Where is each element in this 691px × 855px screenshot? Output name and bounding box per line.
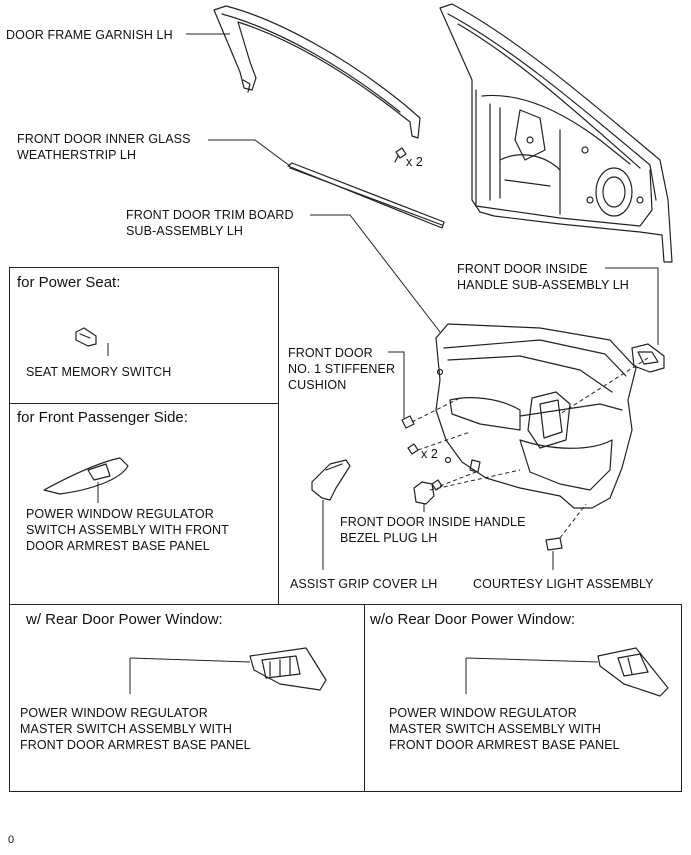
box-header-front-passenger: for Front Passenger Side: bbox=[17, 409, 188, 426]
footer-code: 0 bbox=[8, 834, 15, 846]
box-without-rear-pw bbox=[364, 604, 682, 792]
label-courtesy-light: COURTESY LIGHT ASSEMBLY bbox=[473, 577, 654, 591]
door-shell-icon bbox=[439, 3, 673, 263]
door-frame-garnish-icon bbox=[213, 5, 421, 139]
label-bezel-plug: FRONT DOOR INSIDE HANDLE BEZEL PLUG LH bbox=[340, 515, 526, 545]
label-trim-board: FRONT DOOR TRIM BOARD SUB-ASSEMBLY LH bbox=[126, 208, 294, 238]
trim-board-icon bbox=[435, 323, 637, 509]
box-header-with-rear-pw: w/ Rear Door Power Window: bbox=[26, 611, 223, 628]
box-header-without-rear-pw: w/o Rear Door Power Window: bbox=[370, 611, 576, 628]
inside-handle-icon bbox=[631, 343, 665, 373]
master-switch-icon bbox=[249, 647, 327, 691]
qty-top: x 2 bbox=[406, 155, 423, 169]
courtesy-light-icon bbox=[545, 537, 563, 551]
seat-memory-switch-icon bbox=[75, 327, 97, 347]
assist-grip-cover-icon bbox=[311, 459, 351, 501]
label-stiffener-cushion: FRONT DOOR NO. 1 STIFFENER CUSHION bbox=[288, 346, 396, 392]
label-pw-switch: POWER WINDOW REGULATOR SWITCH ASSEMBLY W… bbox=[26, 507, 229, 553]
label-seat-memory-switch: SEAT MEMORY SWITCH bbox=[26, 365, 172, 379]
label-assist-grip-cover: ASSIST GRIP COVER LH bbox=[290, 577, 438, 591]
label-master-switch-without: POWER WINDOW REGULATOR MASTER SWITCH ASS… bbox=[389, 706, 620, 752]
label-master-switch-with: POWER WINDOW REGULATOR MASTER SWITCH ASS… bbox=[20, 706, 251, 752]
bezel-plug-icon bbox=[413, 481, 435, 505]
box-header-power-seat: for Power Seat: bbox=[17, 274, 121, 291]
master-switch-icon bbox=[597, 647, 669, 697]
clip-icon bbox=[401, 415, 415, 429]
box-front-passenger bbox=[9, 403, 279, 605]
weatherstrip-icon bbox=[287, 162, 445, 229]
label-inner-glass-weatherstrip: FRONT DOOR INNER GLASS WEATHERSTRIP LH bbox=[17, 132, 191, 162]
label-inside-handle: FRONT DOOR INSIDE HANDLE SUB-ASSEMBLY LH bbox=[457, 262, 629, 292]
label-door-frame-garnish: DOOR FRAME GARNISH LH bbox=[6, 28, 173, 42]
box-with-rear-pw bbox=[9, 604, 365, 792]
pw-switch-icon bbox=[43, 457, 129, 495]
qty-mid: x 2 bbox=[421, 447, 438, 461]
clip-icon bbox=[394, 147, 407, 163]
